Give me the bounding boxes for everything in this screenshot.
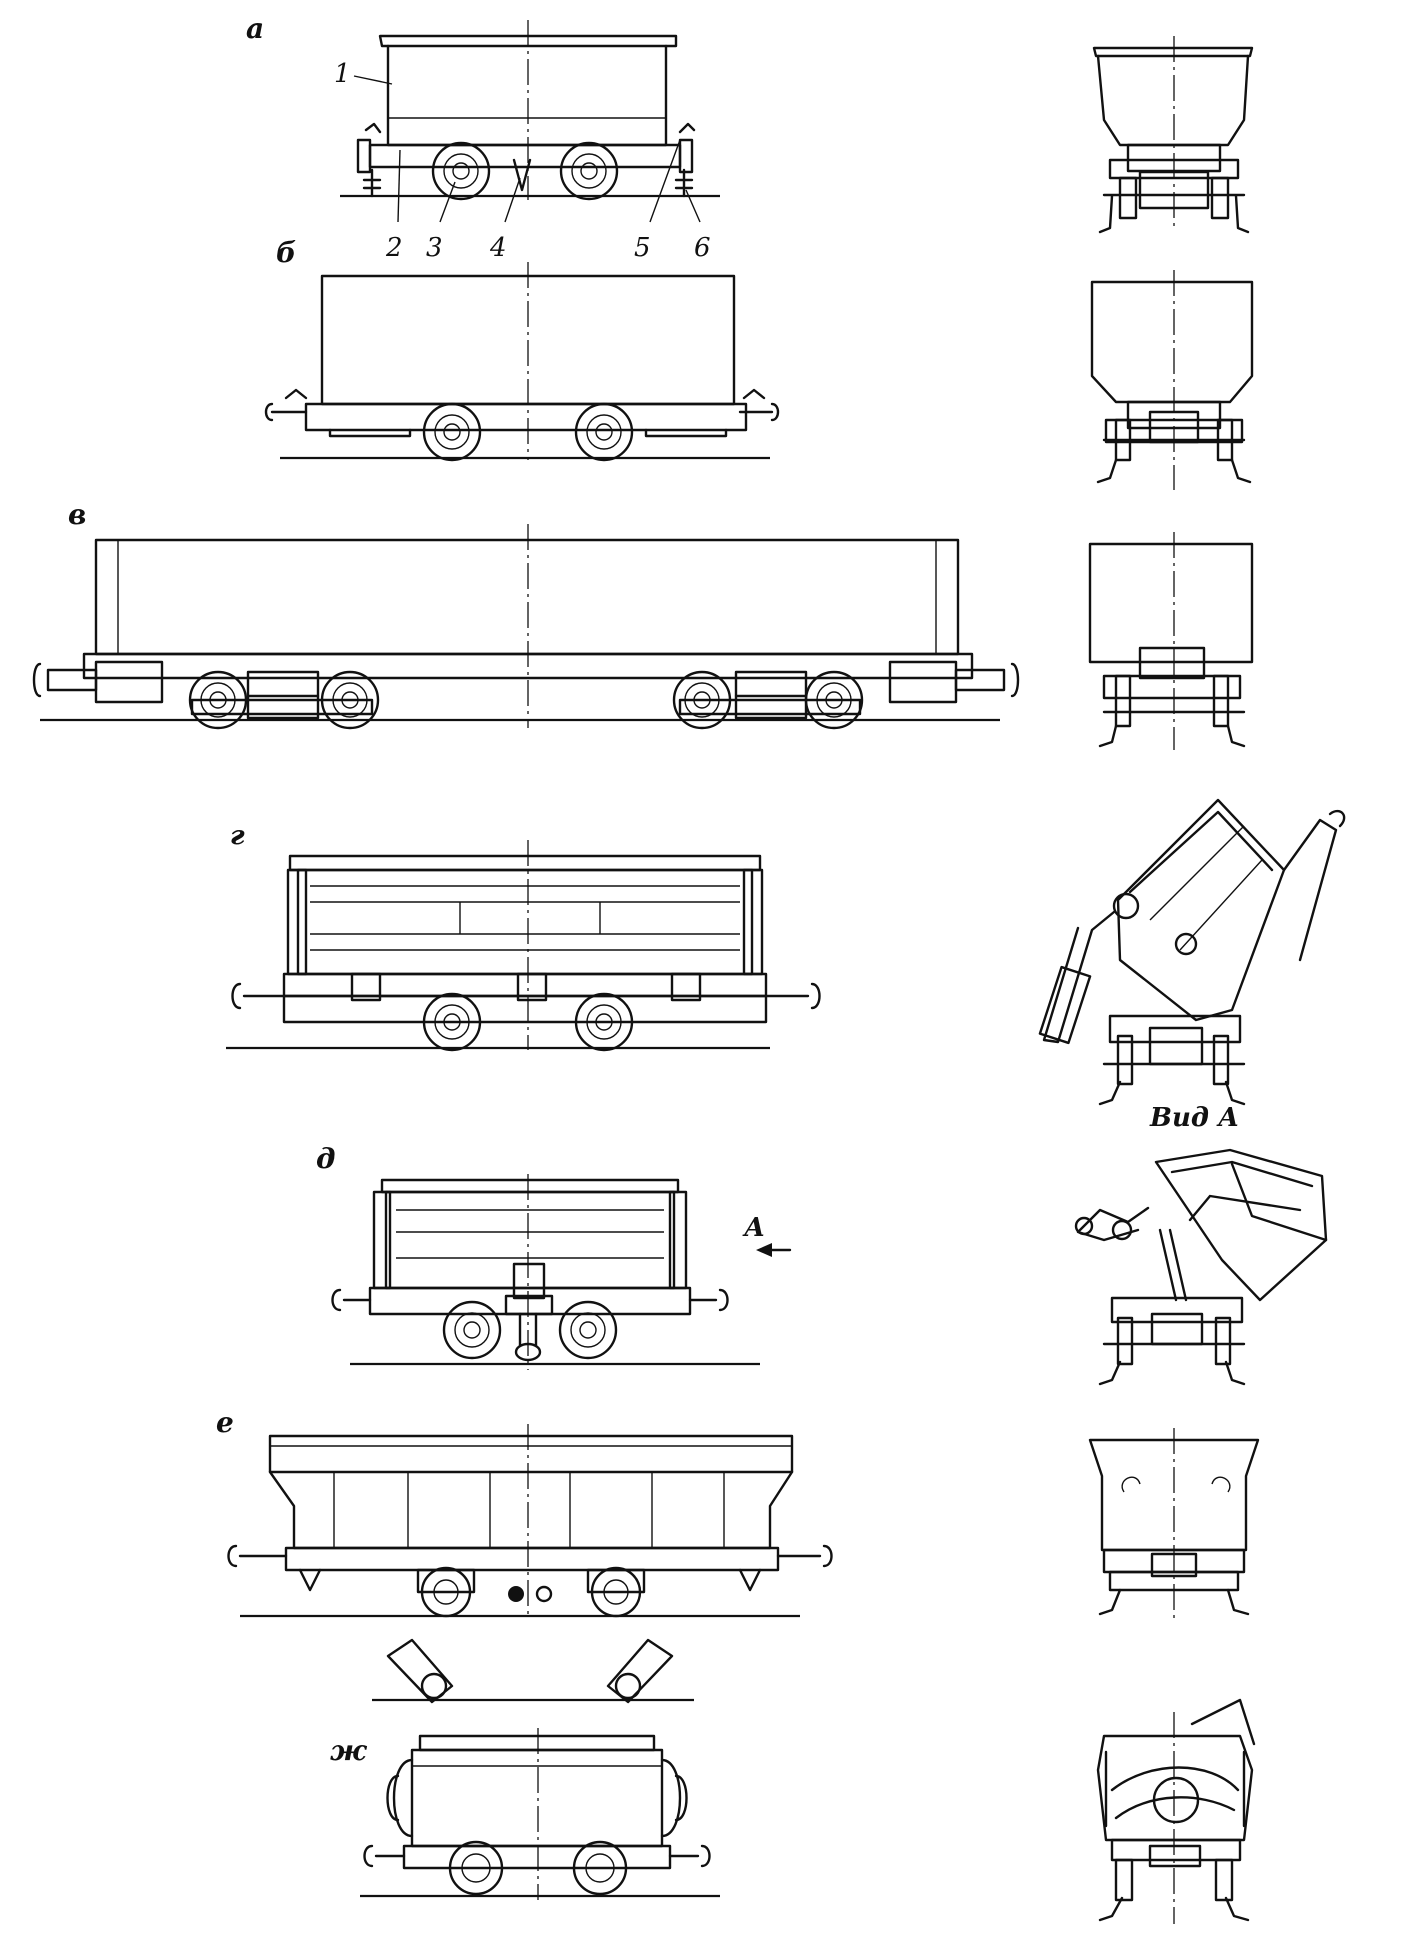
car-d-view-a: Вид А [1074, 1103, 1328, 1386]
car-g-end-view-tipped [1038, 798, 1346, 1106]
label-zh: ж [330, 1734, 368, 1767]
part-number-2: 2 [385, 233, 403, 263]
car-b-end-view [1090, 270, 1254, 490]
car-v-end-view [1088, 532, 1254, 750]
part-number-3: 3 [426, 233, 443, 263]
car-zh-end-view [1096, 1698, 1256, 1924]
label-v: в [68, 498, 86, 531]
car-zh-side-view: ж [330, 1728, 720, 1900]
label-g: г [230, 821, 245, 851]
label-a: а [246, 12, 264, 45]
part-number-1: 1 [334, 59, 351, 89]
car-e-end-view [1088, 1428, 1260, 1620]
car-a-end-view [1092, 36, 1254, 234]
car-a-side-view: а 1 2 3 4 [246, 12, 720, 263]
label-d: д [316, 1142, 335, 1175]
car-d-side-view: д А [316, 1142, 792, 1370]
part-number-6: 6 [694, 233, 711, 263]
part-number-4: 4 [489, 233, 507, 263]
view-a-label: Вид А [1149, 1103, 1239, 1133]
car-e-side-view: е [216, 1406, 833, 1704]
label-e: е [216, 1406, 234, 1439]
car-g-side-view: г [226, 821, 821, 1052]
car-b-side-view: б [264, 236, 780, 462]
part-number-5: 5 [634, 233, 651, 263]
car-v-side-view: в [32, 498, 1020, 730]
label-b: б [276, 236, 296, 269]
arrow-label-a: А [742, 1213, 765, 1243]
